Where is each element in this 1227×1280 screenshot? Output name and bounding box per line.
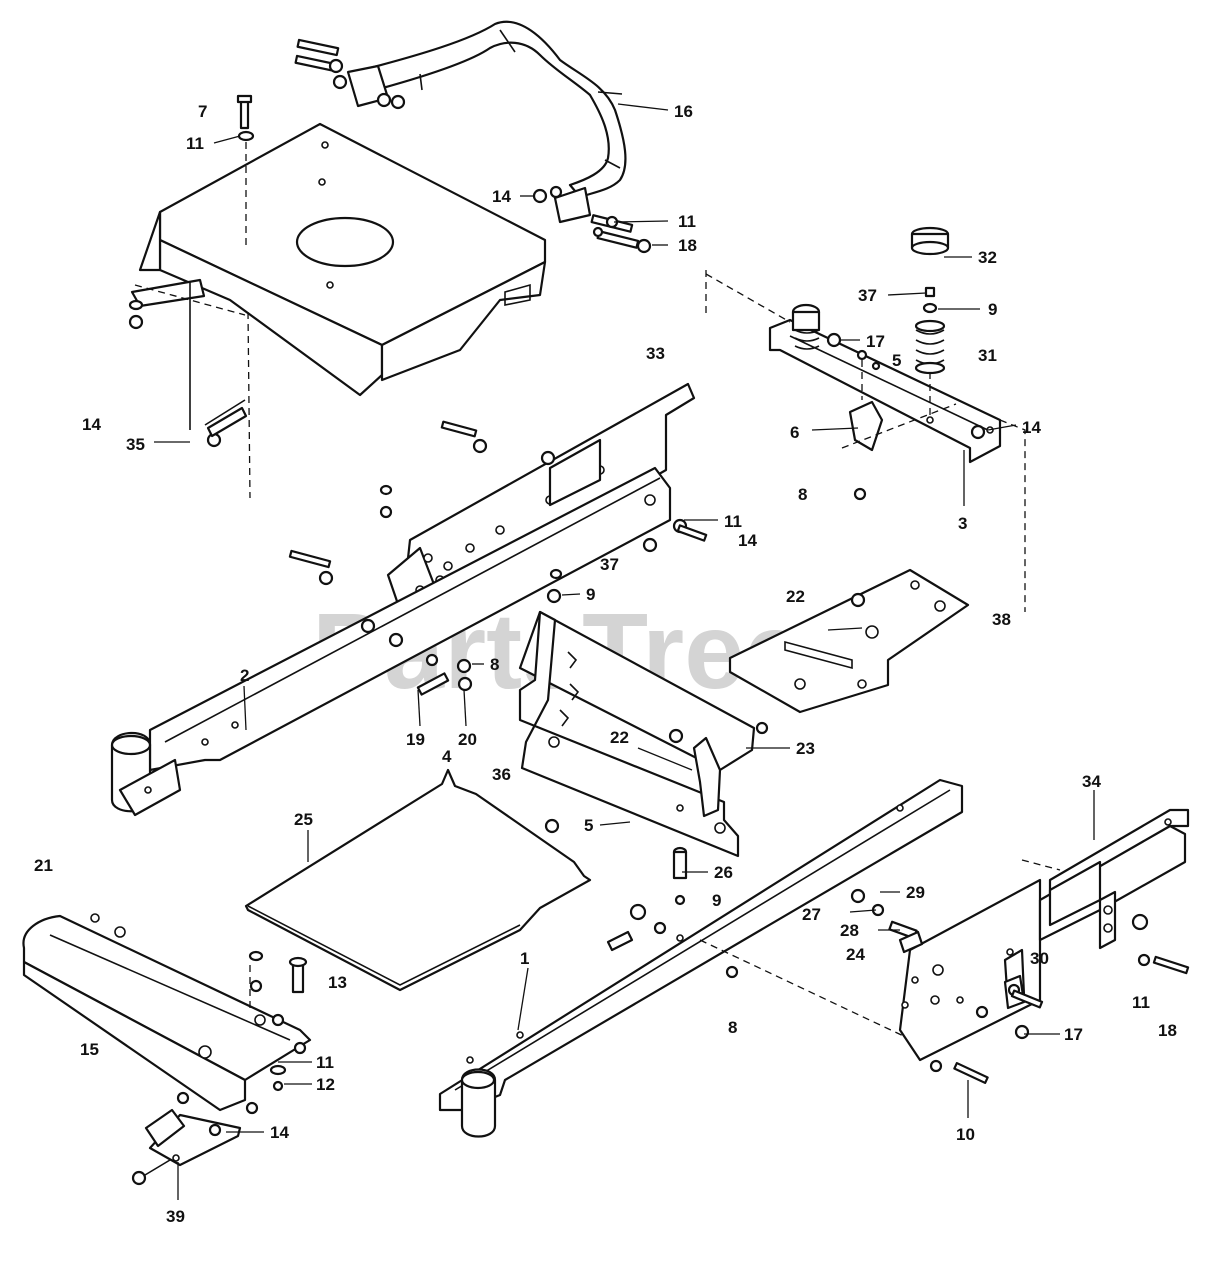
callout-20: 20 <box>458 730 477 749</box>
spring-31 <box>910 226 950 420</box>
shock-hardware <box>853 349 881 501</box>
callout-23: 23 <box>796 739 815 758</box>
callout-9: 9 <box>988 300 997 319</box>
frame-rail-1 <box>438 778 964 1138</box>
callout-1: 1 <box>520 949 529 968</box>
callout-17: 17 <box>1064 1025 1083 1044</box>
seat-bolt-7 <box>236 94 255 245</box>
callout-21: 21 <box>34 856 53 875</box>
callout-9: 9 <box>586 585 595 604</box>
rear-hardware <box>850 888 1190 1085</box>
callout-35: 35 <box>126 435 145 454</box>
callout-4: 4 <box>442 747 452 766</box>
callout-14: 14 <box>82 415 101 434</box>
callout-37: 37 <box>858 286 877 305</box>
callout-14: 14 <box>1022 418 1041 437</box>
callout-2: 2 <box>240 666 249 685</box>
spring-shock-left <box>791 303 842 350</box>
callout-11: 11 <box>186 134 204 153</box>
callout-22: 22 <box>786 587 805 606</box>
callout-18: 18 <box>678 236 697 255</box>
front-bracket-15 <box>22 913 312 1112</box>
callout-19: 19 <box>406 730 425 749</box>
callout-12: 12 <box>316 1075 335 1094</box>
callout-27: 27 <box>802 905 821 924</box>
callout-26: 26 <box>714 863 733 882</box>
floor-pan-25 <box>244 768 592 992</box>
seat-bracket-35 <box>128 278 248 448</box>
callout-17: 17 <box>866 332 885 351</box>
callout-8: 8 <box>728 1018 737 1037</box>
callout-24: 24 <box>846 945 865 964</box>
roll-bar-16 <box>346 20 627 224</box>
callout-14: 14 <box>738 531 757 550</box>
callout-39: 39 <box>166 1207 185 1226</box>
footrest-bracket-23 <box>518 568 769 858</box>
callout-14: 14 <box>270 1123 289 1142</box>
callout-25: 25 <box>294 810 313 829</box>
callout-18: 18 <box>1158 1021 1177 1040</box>
callout-32: 32 <box>978 248 997 267</box>
caster-mount-39 <box>131 1091 242 1186</box>
seat-pan <box>138 122 547 397</box>
callout-6: 6 <box>790 423 799 442</box>
rail-2-hardware <box>360 518 708 696</box>
bracket-15-hardware <box>245 950 308 1115</box>
floor-plate-22 <box>728 568 970 714</box>
roll-bar-lower-hardware <box>532 185 652 254</box>
callout-8: 8 <box>490 655 499 674</box>
callout-28: 28 <box>840 921 859 940</box>
callout-8: 8 <box>798 485 807 504</box>
callout-37: 37 <box>600 555 619 574</box>
callout-34: 34 <box>1082 772 1101 791</box>
callout-33: 33 <box>646 344 665 363</box>
callout-14: 14 <box>492 187 511 206</box>
rear-rail-34 <box>1038 808 1190 950</box>
roll-bar-upper-hardware <box>294 38 406 110</box>
callout-11: 11 <box>724 512 742 531</box>
callout-38: 38 <box>992 610 1011 629</box>
callout-5: 5 <box>584 816 593 835</box>
callout-31: 31 <box>978 346 997 365</box>
frame-rail-2 <box>110 466 672 817</box>
callout-36: 36 <box>492 765 511 784</box>
callout-7: 7 <box>198 102 207 121</box>
callout-29: 29 <box>906 883 925 902</box>
callout-5: 5 <box>892 351 901 370</box>
callout-labels: 16 7 11 14 11 18 32 37 9 33 17 5 31 14 3… <box>34 102 1177 1226</box>
callout-11: 11 <box>1132 993 1150 1012</box>
callout-9: 9 <box>712 891 721 910</box>
callout-11: 11 <box>678 212 696 231</box>
callout-15: 15 <box>80 1040 99 1059</box>
callout-30: 30 <box>1030 949 1049 968</box>
callout-16: 16 <box>674 102 693 121</box>
callout-11: 11 <box>316 1053 334 1072</box>
callout-3: 3 <box>958 514 967 533</box>
leader-lines <box>154 103 1095 1200</box>
callout-13: 13 <box>328 973 347 992</box>
callout-10: 10 <box>956 1125 975 1144</box>
callout-22: 22 <box>610 728 629 747</box>
